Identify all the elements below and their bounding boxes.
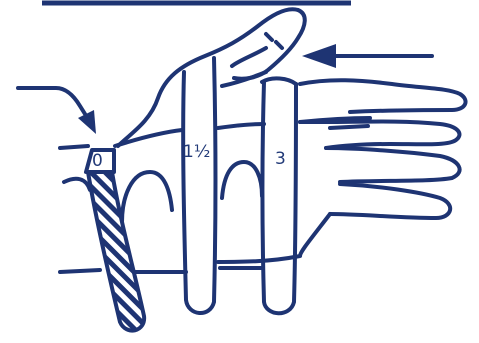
arrow-pointing-down-right-icon	[18, 88, 96, 134]
back-band-top-mid	[218, 124, 264, 128]
strap-three-band	[263, 82, 297, 313]
thumb-contour	[234, 10, 305, 79]
thumb-joint-dash	[266, 34, 272, 40]
little-finger-contour	[330, 184, 450, 218]
wrist-bottom-line	[60, 270, 100, 272]
thumb-crease	[232, 48, 266, 66]
strap-zero-hatched-band	[88, 172, 144, 331]
strap-one-and-half-band	[183, 58, 215, 313]
ring-finger-contour	[326, 148, 460, 182]
strap-one-and-half-label: 1½	[183, 142, 210, 162]
strap-three-label: 3	[275, 149, 286, 169]
strap-zero-label: 0	[92, 151, 103, 171]
finger-crease	[330, 126, 368, 128]
thumb-base	[222, 72, 266, 86]
wrist-bump	[64, 179, 90, 190]
arrow-pointing-left-icon	[302, 44, 432, 68]
strap-three-top	[262, 78, 296, 84]
palm-bump-left	[122, 172, 172, 222]
palm-bump-right	[222, 162, 262, 198]
palm-bottom-contour	[218, 214, 330, 262]
wrist-top-line	[60, 146, 88, 148]
thumb-joint-dash	[276, 42, 282, 48]
index-finger-contour	[300, 80, 466, 112]
